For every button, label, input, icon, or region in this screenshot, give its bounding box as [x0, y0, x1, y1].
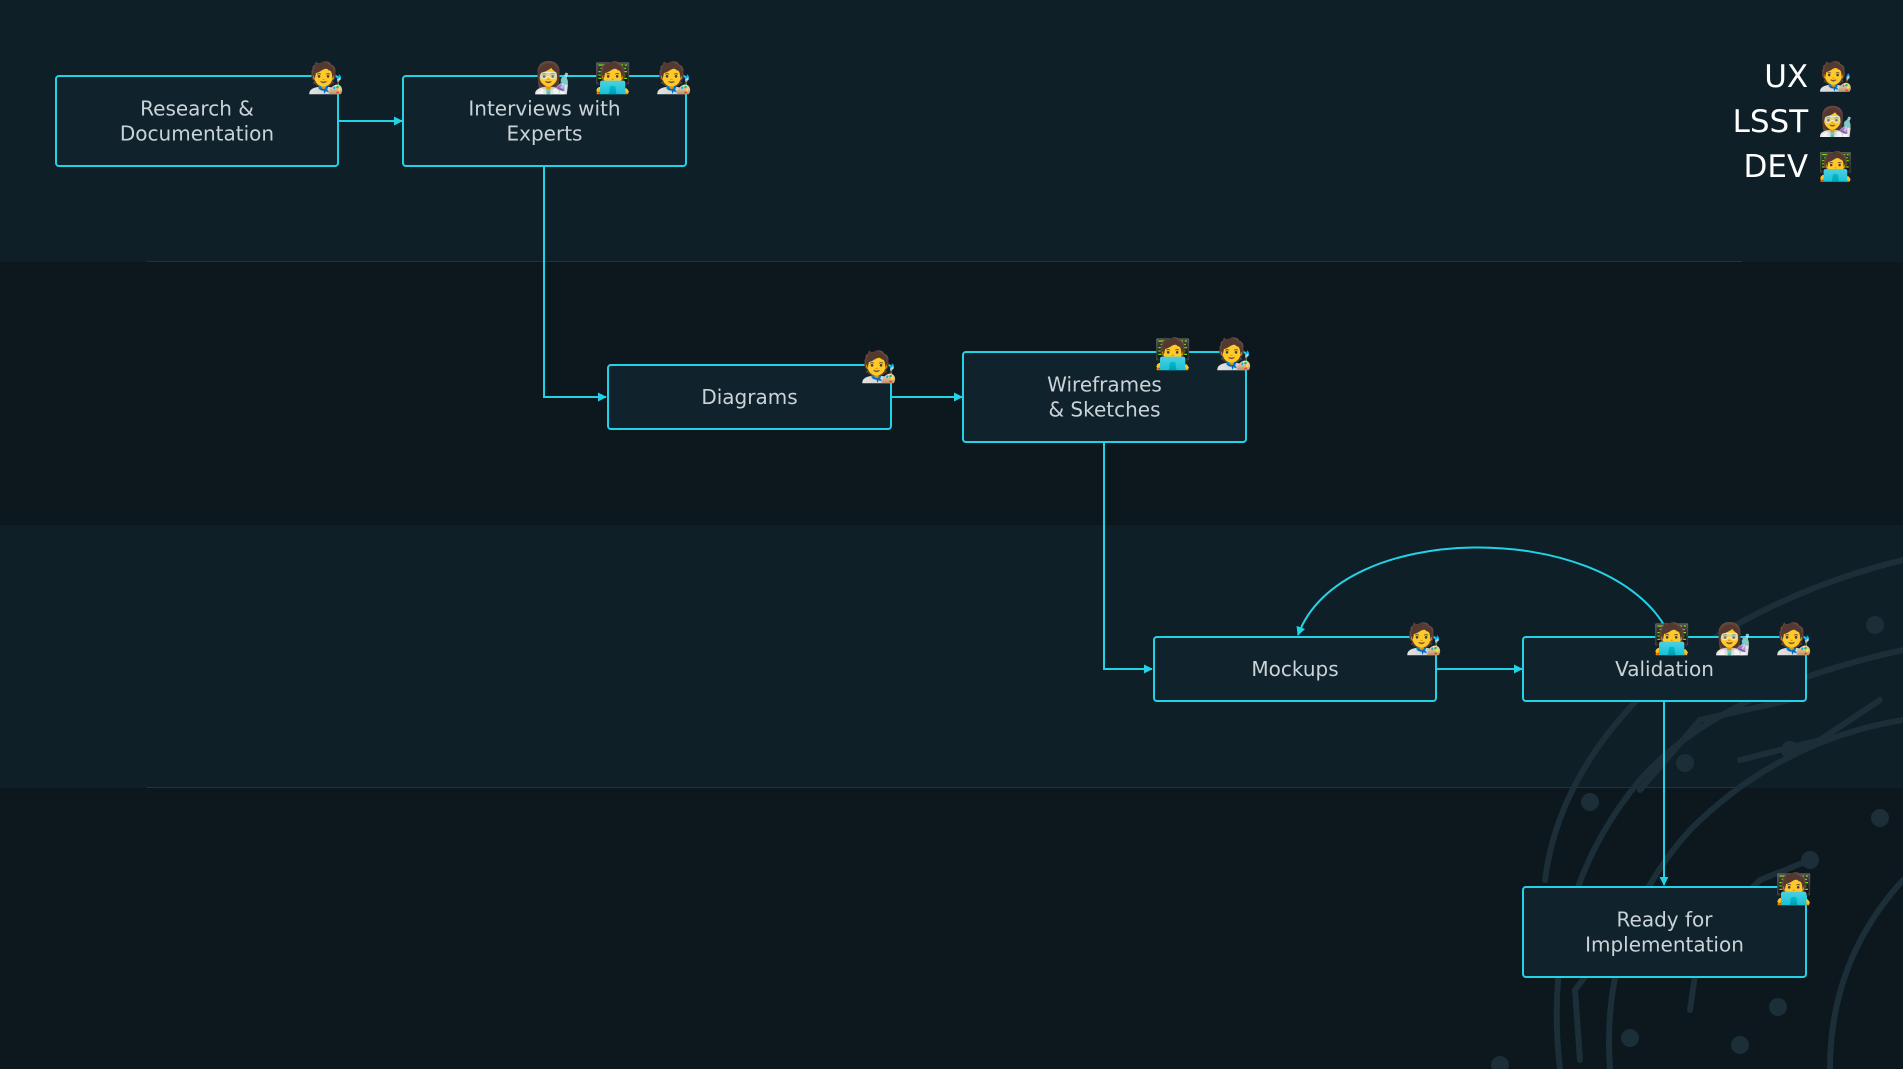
node-box	[962, 351, 1247, 443]
legend-label: LSST	[1732, 103, 1809, 140]
technologist-icon: 🧑‍💻	[1653, 620, 1690, 657]
artist-icon: 🧑‍🎨	[860, 348, 898, 385]
node-box	[607, 364, 892, 430]
legend-label: UX	[1764, 58, 1809, 95]
node-label: Ready for	[1617, 908, 1714, 932]
node-label: Experts	[507, 122, 583, 146]
artist-icon: 🧑‍🎨	[1215, 335, 1253, 372]
node-box	[55, 75, 339, 167]
node-wireframes: Wireframes& Sketches 🧑‍💻 🧑‍🎨	[962, 335, 1253, 443]
lane-divider	[147, 261, 1742, 262]
node-label: Wireframes	[1047, 373, 1162, 397]
node-box	[1522, 636, 1807, 702]
scientist-icon: 👩‍🔬	[533, 60, 570, 96]
node-mockups: Mockups 🧑‍🎨	[1153, 620, 1443, 702]
technologist-icon: 🧑‍💻	[594, 59, 631, 96]
artist-icon: 🧑‍🎨	[307, 59, 345, 96]
artist-icon: 🧑‍🎨	[1775, 620, 1813, 657]
node-label: Diagrams	[701, 385, 797, 409]
node-label: Validation	[1615, 657, 1714, 681]
node-label: Research &	[140, 97, 254, 121]
legend-item-lsst: LSST 👩‍🔬	[1733, 99, 1853, 144]
node-validation: Validation🧑‍💻 👩‍🔬 🧑‍🎨	[1522, 620, 1813, 702]
edge-interviews-diagrams	[543, 166, 607, 402]
legend: UX 🧑‍🎨 LSST 👩‍🔬 DEV 🧑‍💻	[1733, 54, 1853, 189]
edge-validation-mockups-loop	[1296, 546, 1665, 636]
artist-icon: 🧑‍🎨	[1818, 59, 1853, 93]
node-box	[1522, 886, 1807, 978]
scientist-icon: 👩‍🔬	[1714, 621, 1751, 657]
legend-item-dev: DEV 🧑‍💻	[1733, 144, 1853, 189]
technologist-icon: 🧑‍💻	[1818, 149, 1853, 183]
node-label: & Sketches	[1048, 398, 1160, 422]
edge-wireframes-mockups	[1103, 443, 1153, 674]
connectors	[338, 116, 1669, 886]
artist-icon: 🧑‍🎨	[655, 59, 693, 96]
node-label: Interviews with	[468, 97, 620, 121]
technologist-icon: 🧑‍💻	[1775, 870, 1812, 907]
node-label: Implementation	[1585, 933, 1744, 957]
legend-item-ux: UX 🧑‍🎨	[1733, 54, 1853, 99]
scientist-icon: 👩‍🔬	[1818, 104, 1853, 138]
artist-icon: 🧑‍🎨	[1405, 620, 1443, 657]
node-label: Documentation	[120, 122, 274, 146]
swimlane-2	[0, 262, 1903, 525]
node-box	[1153, 636, 1437, 702]
node-box	[402, 75, 687, 167]
technologist-icon: 🧑‍💻	[1154, 335, 1191, 372]
lane-divider	[147, 787, 1742, 788]
node-research: Research &Documentation 🧑‍🎨	[55, 59, 345, 167]
node-diagrams: Diagrams 🧑‍🎨	[607, 348, 898, 430]
nodes: Research &Documentation🧑‍🎨Interviews wit…	[55, 59, 1813, 978]
node-label: Mockups	[1251, 657, 1338, 681]
legend-label: DEV	[1743, 148, 1809, 185]
